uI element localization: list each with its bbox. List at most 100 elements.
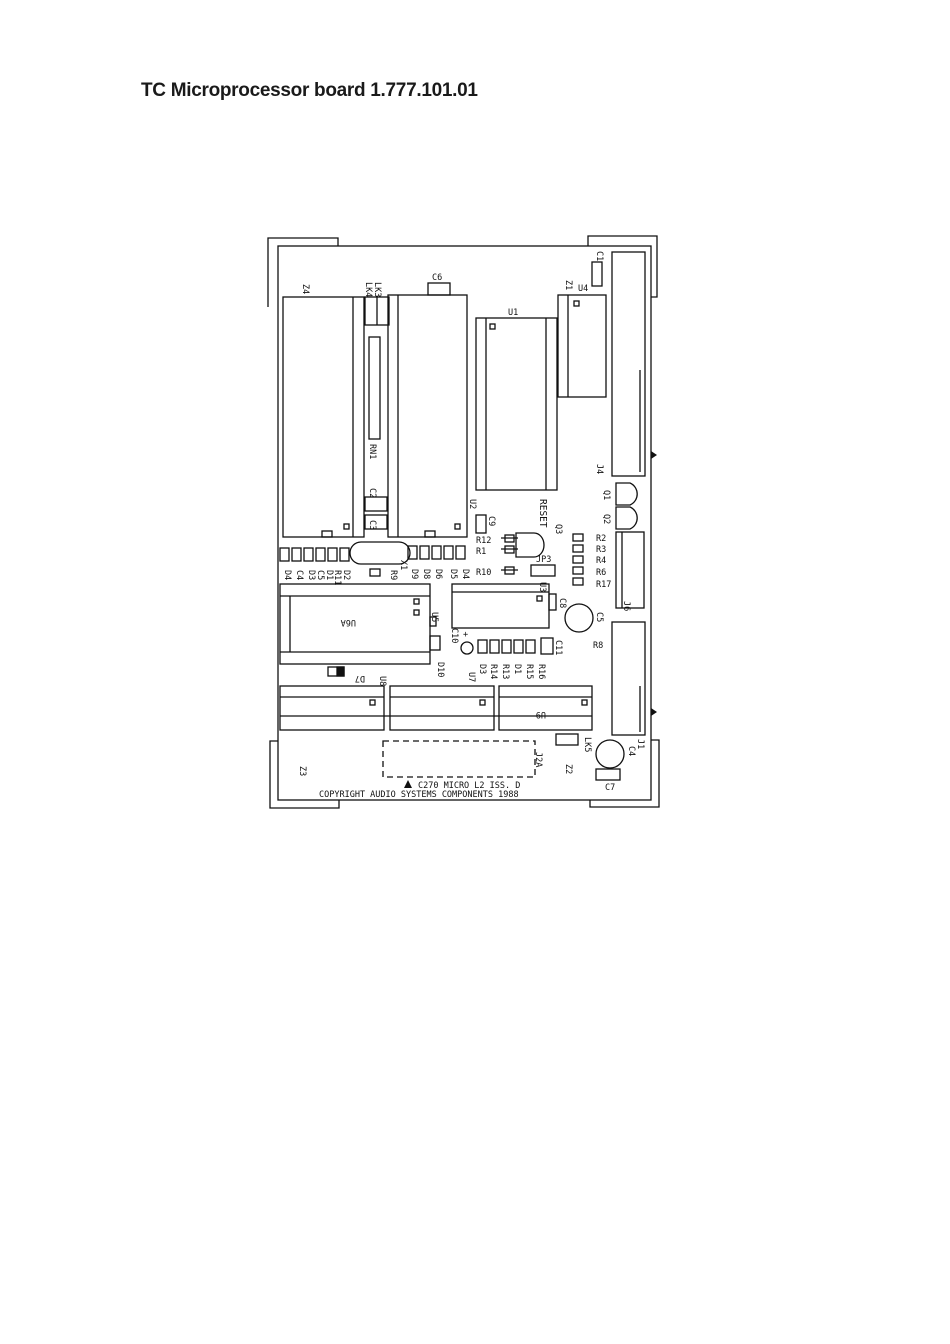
label-jp3: JP3 (536, 555, 551, 565)
label-u2: U2 (467, 499, 477, 509)
chip-u8 (279, 685, 385, 731)
label-r16: R16 (536, 664, 546, 679)
label-r14: R14 (488, 664, 498, 679)
component-c1 (591, 261, 603, 287)
label-r1: R1 (476, 547, 486, 557)
label-j1: J1 (635, 739, 645, 749)
chip-u1 (475, 317, 558, 491)
label-r4: R4 (596, 556, 606, 566)
label-d2: D2 (341, 570, 351, 580)
label-d3-low: D3 (477, 664, 487, 674)
label-d10: D10 (435, 662, 445, 677)
crystal-x1 (349, 541, 411, 565)
label-d5: D5 (448, 569, 458, 579)
label-c3: C3 (367, 520, 377, 530)
label-r11: R11 (332, 570, 342, 585)
label-lk5: LK5 (582, 737, 592, 752)
label-u4: U4 (578, 284, 588, 294)
capacitor-c4 (595, 739, 625, 769)
connector-j1 (611, 621, 646, 736)
copyright-label: COPYRIGHT AUDIO SYSTEMS COMPONENTS 1988 (319, 790, 519, 800)
label-q3: Q3 (553, 524, 563, 534)
label-d3: D3 (306, 570, 316, 580)
label-j4: J4 (594, 464, 604, 474)
label-d4: D4 (282, 570, 292, 580)
label-d8: D8 (421, 569, 431, 579)
label-z2: Z2 (563, 764, 573, 774)
label-r3: R3 (596, 545, 606, 555)
label-z4: Z4 (300, 284, 310, 294)
label-c1: C1 (594, 251, 604, 261)
transistor-q1 (615, 482, 638, 506)
chip-u3 (451, 583, 550, 629)
transistor-q2 (615, 506, 638, 530)
label-r12: R12 (476, 536, 491, 546)
label-c4-row: C4 (294, 570, 304, 580)
pin1-marker-j1 (651, 708, 657, 716)
label-u9: U9 (536, 709, 546, 719)
label-lk4: LK4 (363, 282, 373, 297)
connector-j2a (382, 740, 536, 778)
label-lk3: LK3 (372, 282, 382, 297)
connector-j6 (615, 531, 645, 609)
label-j2a: J2A (533, 752, 543, 767)
label-c8: C8 (557, 598, 567, 608)
label-u7: U7 (466, 672, 476, 682)
page-title: TC Microprocessor board 1.777.101.01 (141, 80, 478, 101)
label-plus: + (463, 630, 468, 640)
label-r10: R10 (476, 568, 491, 578)
label-r6: R6 (596, 568, 606, 578)
pin1-marker-j4 (651, 451, 657, 459)
label-d9: D9 (409, 569, 419, 579)
label-rn1: RN1 (367, 444, 377, 459)
orientation-triangle (404, 780, 412, 788)
corner-bracket-tr (587, 235, 658, 298)
chip-z1 (557, 294, 607, 398)
component-c9 (475, 514, 487, 534)
chip-z4 (282, 296, 365, 538)
link-lk5 (555, 733, 579, 746)
label-r17: R17 (596, 580, 611, 590)
label-r9: R9 (388, 570, 398, 580)
resistor-r9 (369, 568, 381, 577)
label-r15: R15 (524, 664, 534, 679)
capacitor-c2 (364, 496, 388, 512)
label-u6a: U6A (341, 617, 356, 627)
label-c2: C2 (367, 488, 377, 498)
board-outline (277, 245, 652, 801)
label-j6: J6 (621, 601, 631, 611)
resistor-network-rn1 (368, 336, 381, 440)
chip-c6 (387, 294, 468, 538)
label-r13: R13 (500, 664, 510, 679)
label-q2: Q2 (601, 514, 611, 524)
label-d7: D7 (355, 673, 365, 683)
capacitor-c5 (564, 603, 594, 633)
chip-u9 (498, 685, 593, 731)
label-q1: Q1 (601, 490, 611, 500)
label-c10: C10 (449, 628, 459, 643)
connector-j4 (611, 251, 646, 477)
capacitor-c11 (540, 637, 554, 655)
label-r8: R8 (593, 641, 603, 651)
label-c11: C11 (553, 640, 563, 655)
corner-bracket-tl (267, 237, 339, 307)
label-x1: X1 (398, 560, 408, 570)
label-d1: D1 (324, 570, 334, 580)
capacitor-c7 (595, 768, 621, 781)
label-r2: R2 (596, 534, 606, 544)
label-u8: U8 (377, 676, 387, 686)
label-z1: Z1 (563, 280, 573, 290)
capacitor-c3 (364, 514, 388, 530)
label-c4: C4 (626, 746, 636, 756)
label-c6: C6 (432, 273, 442, 283)
label-u1: U1 (508, 308, 518, 318)
label-c9: C9 (486, 516, 496, 526)
label-c5: C5 (594, 612, 604, 622)
jumper-jp3 (530, 564, 556, 577)
label-c5-row: C5 (315, 570, 325, 580)
corner-bracket-br (589, 739, 660, 808)
transistor-q3 (515, 532, 545, 558)
label-d6: D6 (433, 569, 443, 579)
chip-u7 (389, 685, 495, 731)
